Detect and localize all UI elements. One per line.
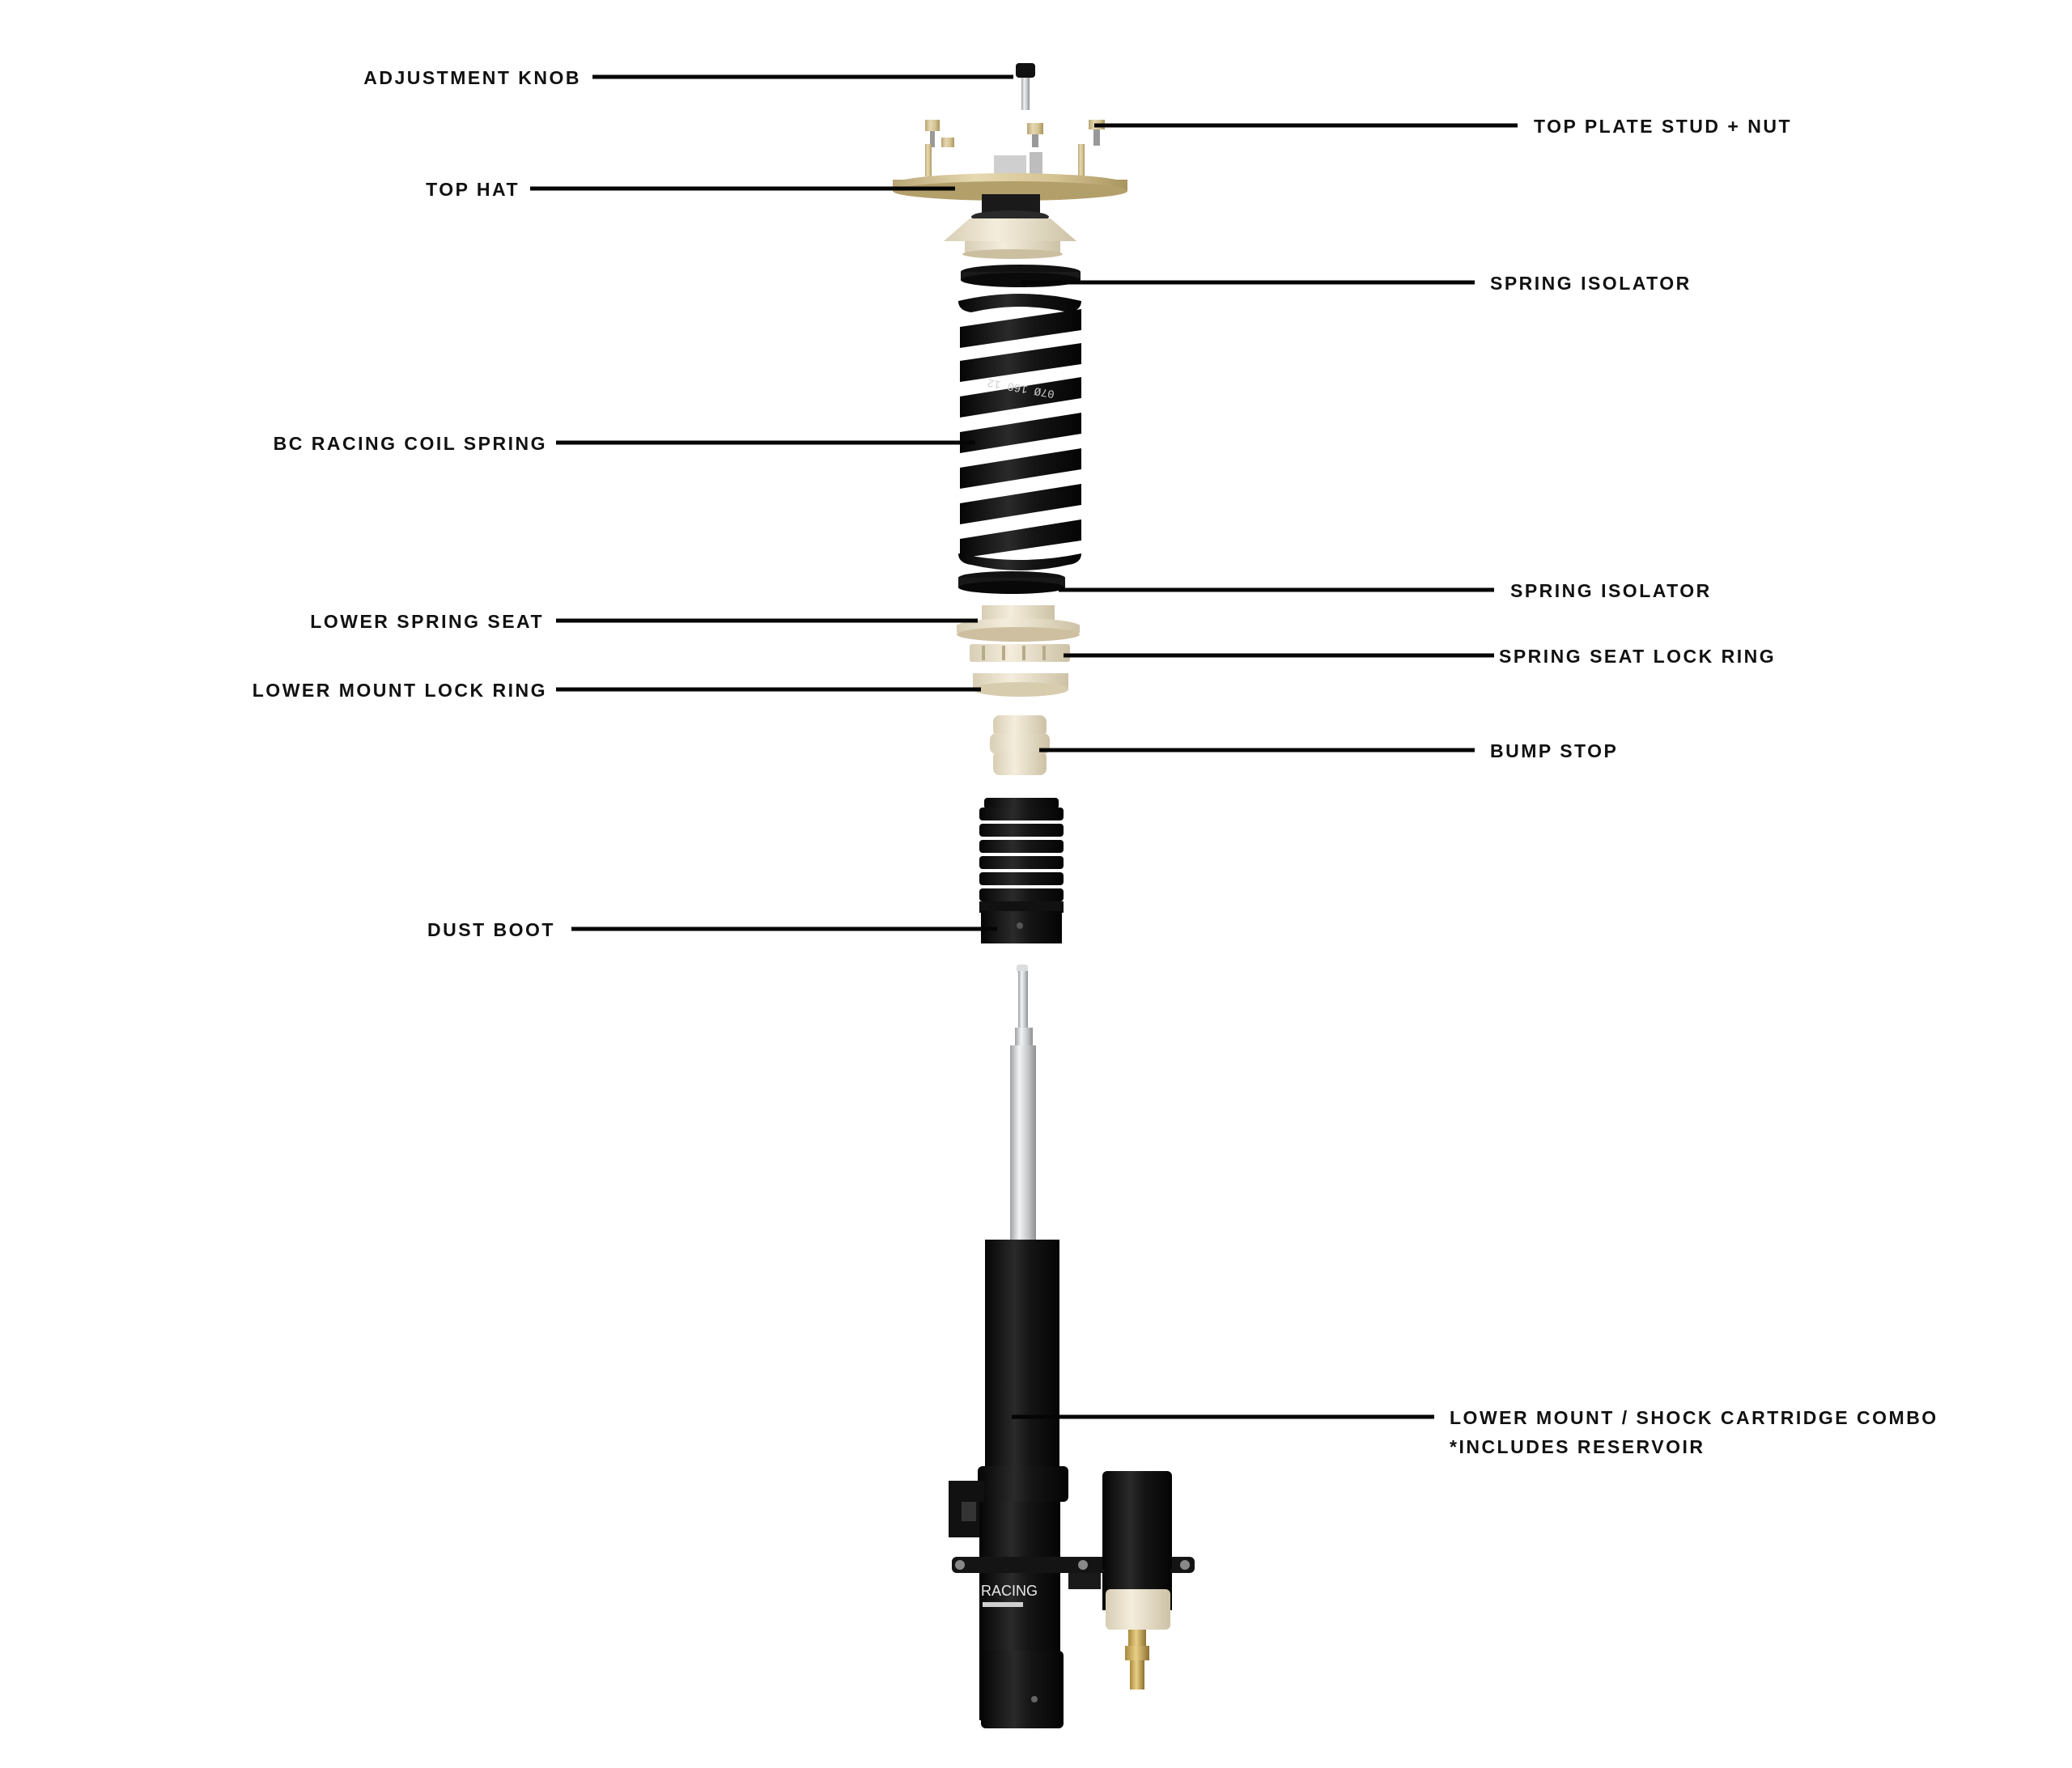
label-lower-mount-line2: *INCLUDES RESERVOIR xyxy=(1450,1436,1705,1457)
label-lower-spring-seat: LOWER SPRING SEAT xyxy=(310,611,544,632)
shock-cartridge-part: RACING xyxy=(949,965,1195,1728)
label-dust-boot: DUST BOOT xyxy=(427,919,555,940)
coil-spring-part: 07Ø 160 12 xyxy=(955,293,1083,570)
label-spring-isolator-upper: SPRING ISOLATOR xyxy=(1490,273,1692,294)
spring-isolator-lower-part xyxy=(958,571,1065,594)
label-lower-mount-line1: LOWER MOUNT / SHOCK CARTRIDGE COMBO xyxy=(1450,1407,1938,1428)
dust-boot-part xyxy=(979,798,1064,943)
bump-stop-part xyxy=(990,715,1050,775)
top-hat-part xyxy=(893,144,1127,259)
label-bump-stop: BUMP STOP xyxy=(1490,740,1618,761)
spring-seat-lock-ring-part xyxy=(970,644,1070,662)
leader-lines xyxy=(530,74,1518,1419)
cartridge-brand-mark: RACING xyxy=(981,1583,1038,1599)
lower-spring-seat-part xyxy=(957,605,1080,642)
label-lower-mount-lock-ring: LOWER MOUNT LOCK RING xyxy=(253,680,547,701)
label-top-plate-stud-nut: TOP PLATE STUD + NUT xyxy=(1534,116,1792,137)
label-coil-spring: BC RACING COIL SPRING xyxy=(274,433,547,454)
lower-mount-lock-ring-part xyxy=(973,673,1068,697)
label-spring-seat-lock-ring: SPRING SEAT LOCK RING xyxy=(1499,646,1776,667)
label-adjustment-knob: ADJUSTMENT KNOB xyxy=(363,67,581,88)
label-top-hat: TOP HAT xyxy=(426,179,520,200)
label-spring-isolator-lower: SPRING ISOLATOR xyxy=(1510,580,1712,601)
part-labels: ADJUSTMENT KNOB TOP PLATE STUD + NUT TOP… xyxy=(253,67,1938,1457)
adjustment-knob-part xyxy=(1016,63,1035,110)
top-plate-studs xyxy=(925,120,1105,147)
